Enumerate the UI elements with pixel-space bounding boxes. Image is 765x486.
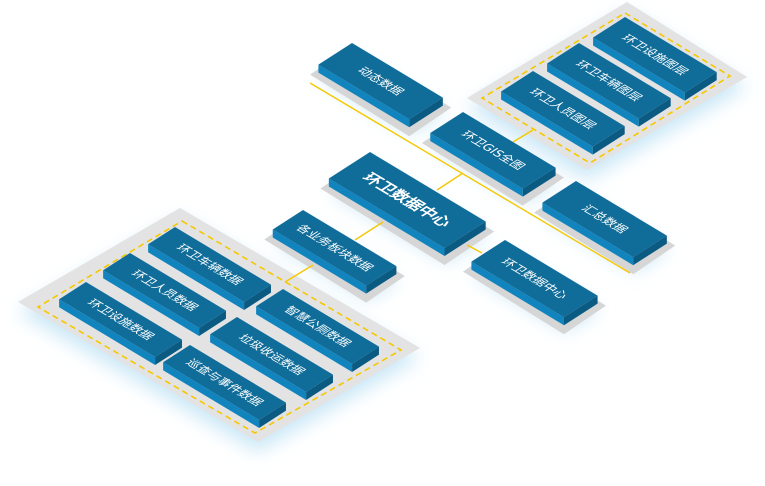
connector-line [284, 264, 314, 283]
block-side-face [684, 72, 717, 101]
block-front-face [547, 63, 639, 127]
block-side-face [366, 266, 397, 294]
facility-data-block: 环卫设施数据 [59, 282, 182, 365]
block-top-face [542, 181, 667, 258]
block-front-face [256, 306, 353, 372]
block-front-face [471, 261, 564, 326]
block-top-face [430, 112, 556, 189]
block-side-face [409, 97, 443, 128]
block-front-face [328, 178, 445, 256]
connector-line [512, 129, 534, 143]
connector-line [354, 221, 384, 241]
block-side-face [259, 402, 286, 428]
business-data-block: 各业务板块数据 [272, 210, 397, 294]
block-side-face [306, 374, 333, 400]
block-front-face [103, 270, 200, 336]
block-top-face [210, 317, 333, 392]
block-front-face [542, 202, 634, 266]
block-side-face [633, 235, 667, 266]
block-top-face [103, 253, 226, 328]
connector-line [466, 244, 483, 254]
block-top-face [163, 345, 286, 420]
smart-toilet-data-block: 智慧公厕数据 [256, 289, 379, 372]
block-top-face [328, 152, 486, 248]
block-top-face [501, 71, 625, 147]
block-front-face [593, 37, 685, 101]
block-front-face [318, 64, 410, 128]
block-front-face [59, 299, 156, 365]
block-front-face [430, 133, 523, 197]
block-side-face [244, 284, 271, 310]
block-side-face [522, 167, 556, 197]
layers-plate-dashed-border [480, 12, 732, 164]
block-top-face [148, 227, 271, 302]
business-plate-dashed-border [36, 220, 403, 434]
block-side-face [155, 339, 182, 365]
block-front-face [148, 244, 245, 310]
connector-line [309, 82, 631, 274]
block-front-face [210, 334, 307, 400]
block-top-face [256, 289, 379, 364]
block-side-face [592, 126, 625, 155]
block-side-face [444, 221, 486, 256]
block-front-face [163, 362, 260, 428]
summary-data-block: 汇总数据 [542, 181, 667, 266]
block-top-face [593, 17, 717, 93]
connector-line [436, 172, 464, 191]
connector-lines [284, 82, 631, 283]
block-side-face [638, 98, 671, 127]
layer-vehicles-block: 环卫车辆图层 [547, 43, 671, 127]
block-top-face [59, 282, 182, 357]
block-side-face [199, 310, 226, 336]
block-front-face [272, 229, 367, 294]
block-top-face [318, 43, 443, 120]
block-side-face [352, 346, 379, 372]
block-front-face [501, 91, 593, 155]
personnel-data-block: 环卫人员数据 [103, 253, 226, 336]
block-top-face [272, 210, 397, 286]
dynamic-data-block: 动态数据 [318, 43, 443, 128]
block-side-face [563, 295, 598, 326]
block-top-face [547, 43, 671, 119]
block-top-face [471, 240, 598, 318]
